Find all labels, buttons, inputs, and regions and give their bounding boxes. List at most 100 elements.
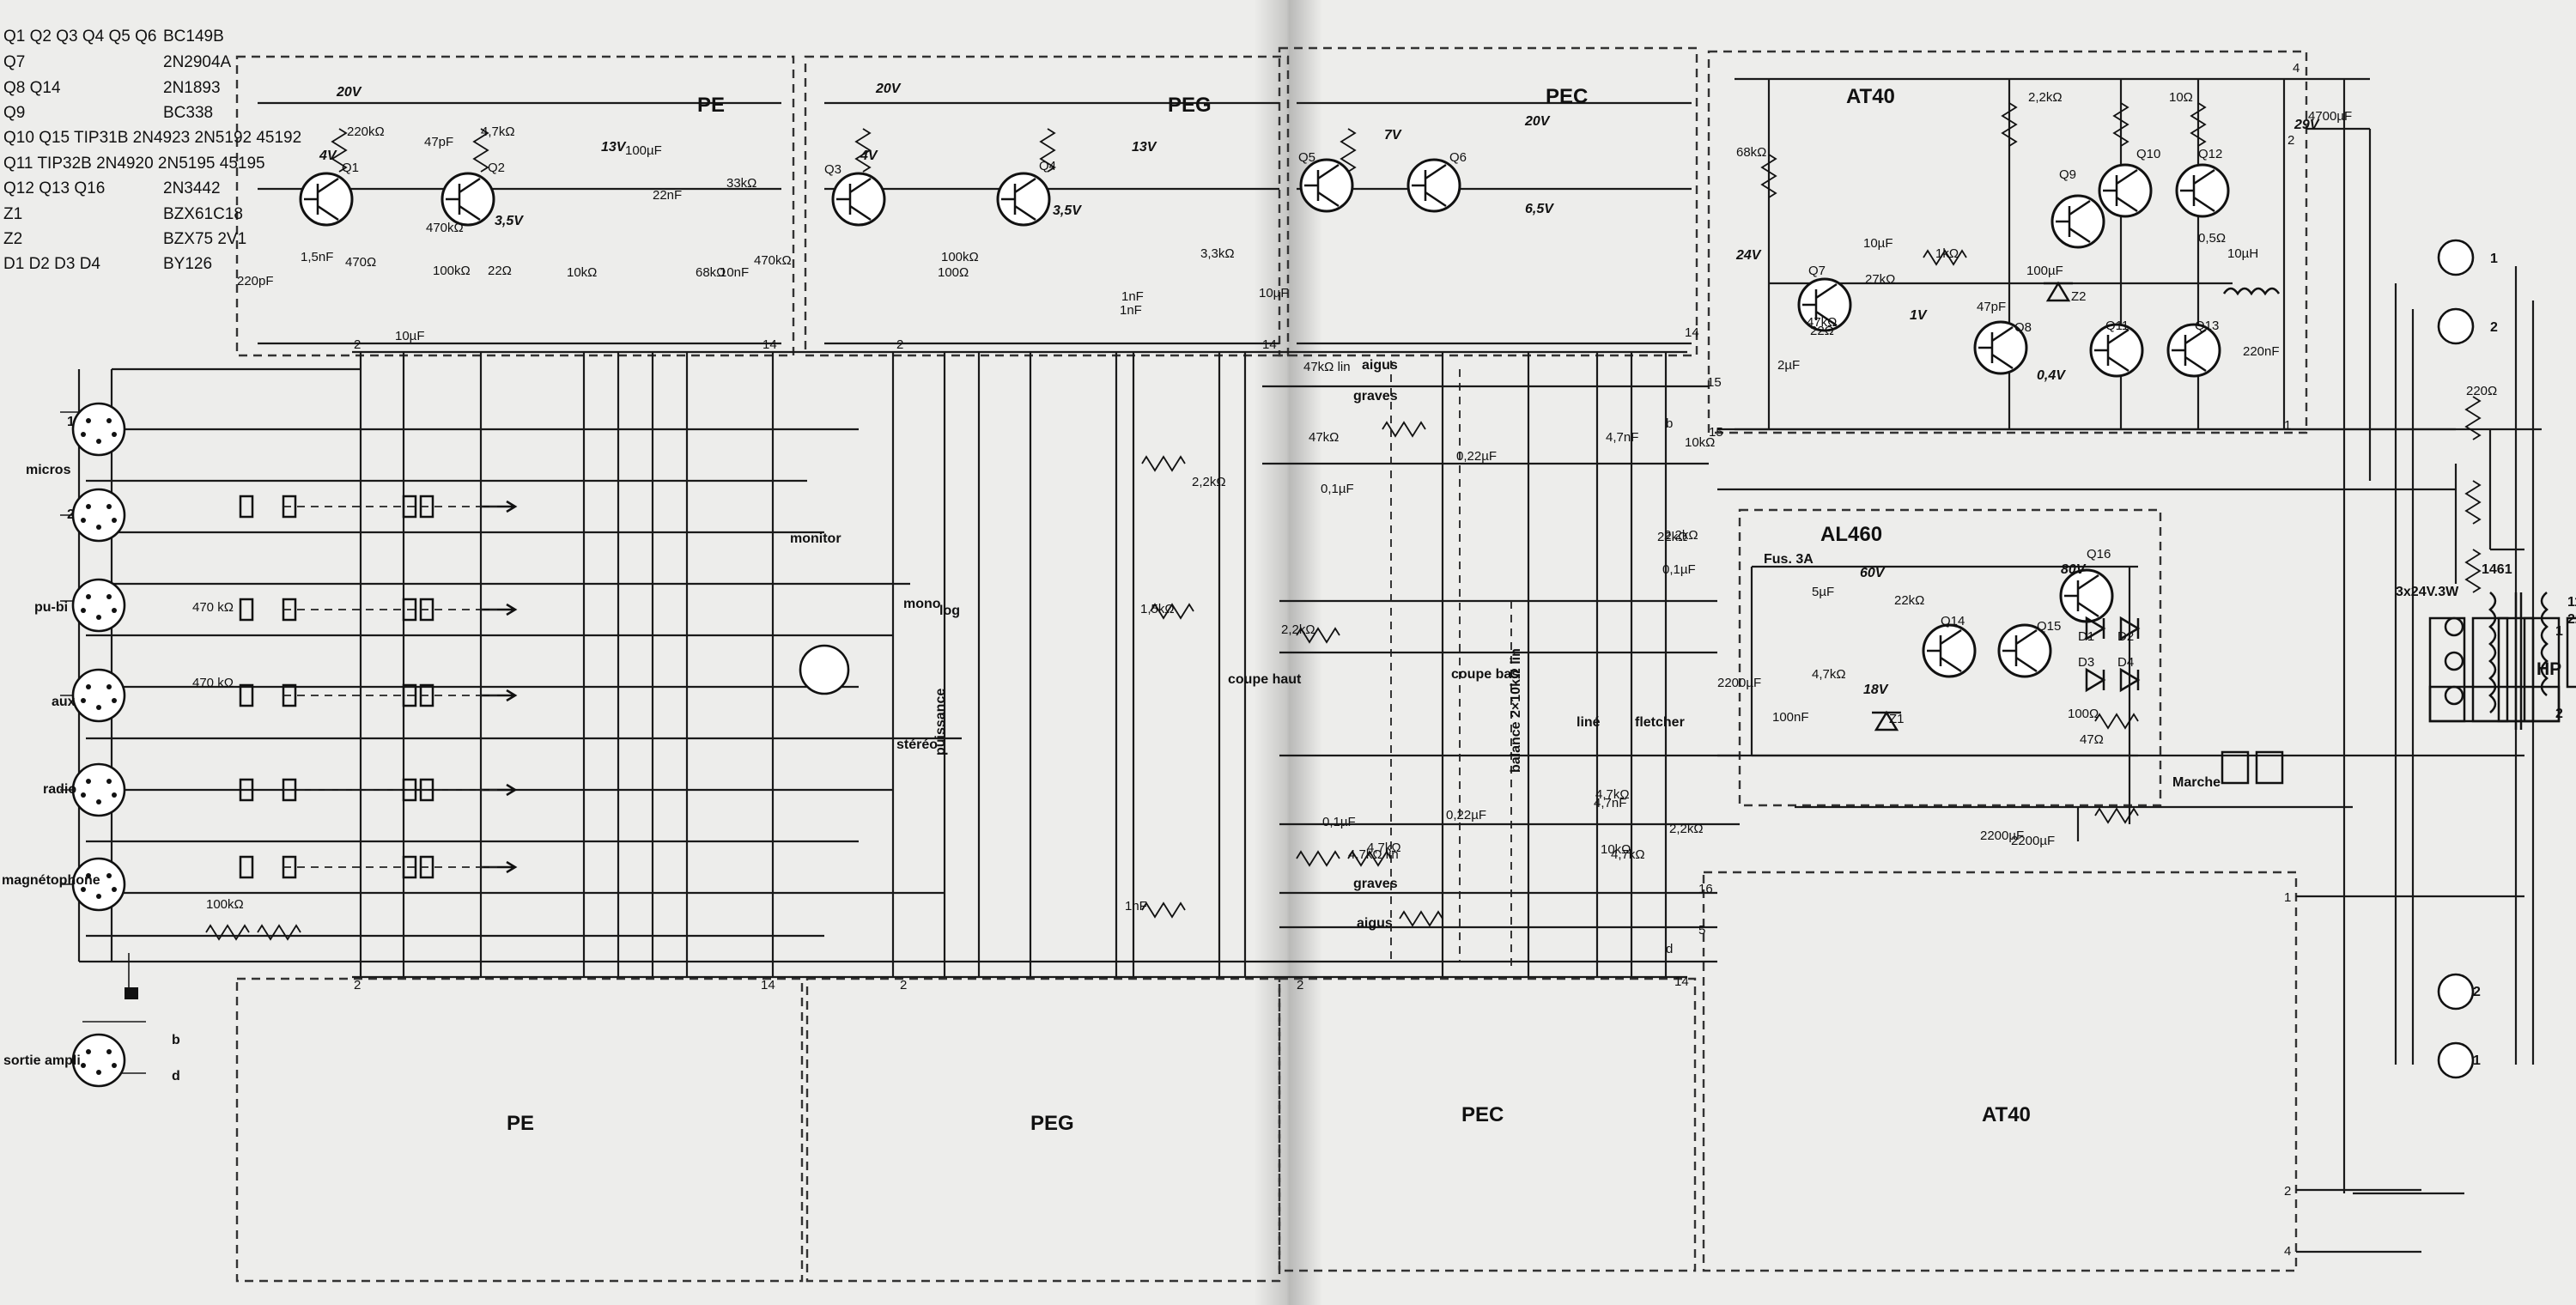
legend-refs: Q1 Q2 Q3 Q4 Q5 Q6	[3, 27, 156, 46]
jack-pin	[86, 779, 91, 784]
din-jack-icon	[71, 1033, 126, 1088]
label-graves-top: graves	[1353, 389, 1398, 404]
component-value-c38: 220Ω	[2466, 384, 2497, 398]
component-value-c43: 100Ω	[2068, 707, 2099, 721]
transformer-icon	[2488, 592, 2549, 730]
transistor-icon	[1406, 158, 1461, 213]
label-out-2-top: 2	[2490, 320, 2498, 335]
component-value-c53: 100µF	[2026, 264, 2063, 278]
component-value-c30: 2,2kΩ	[1192, 475, 1226, 489]
transistor-icon	[1997, 623, 2052, 678]
jack-pin	[96, 705, 101, 710]
label-sortie-d: d	[172, 1069, 180, 1083]
pin-number: 15	[1707, 375, 1722, 390]
resistor-icon	[1760, 154, 1777, 198]
transistor-leads	[446, 177, 481, 222]
component-value-c37: 4700µF	[2308, 109, 2352, 124]
component-value-c60: 4,7kΩ	[1595, 787, 1630, 802]
pin-number: 1	[2284, 890, 2291, 905]
component-value-c33: 10µH	[2227, 246, 2258, 261]
arrow-icon	[481, 689, 518, 702]
pin-number: 2	[1297, 978, 1303, 992]
transistors	[299, 158, 2230, 678]
pin-number: 14	[1262, 337, 1277, 352]
component-value-c2: 4,7kΩ	[481, 124, 515, 139]
voltage-annotation: 20V	[875, 82, 902, 96]
component-value-c27: 2,2kΩ	[1281, 622, 1315, 637]
label-monitor: monitor	[790, 531, 841, 546]
component-value-c11: 22nF	[653, 188, 682, 203]
resistor-icon	[257, 924, 301, 941]
diode-label: D2	[2117, 629, 2134, 644]
legend-refs: Z1	[3, 205, 22, 223]
transistor-label: Q3	[824, 162, 841, 177]
component-value-c69: 0,1µF	[1322, 815, 1356, 829]
component-value-c64: 10kΩ	[1685, 435, 1715, 450]
dashed-mechanical-links	[283, 361, 1512, 970]
diode-label: D1	[2078, 629, 2094, 644]
component-value-c14: 68kΩ	[696, 265, 726, 280]
legend-refs: Q11 TIP32B 2N4920 2N5195 45195	[3, 155, 265, 173]
component-value-c21: 47kΩ lin	[1303, 360, 1351, 374]
component-value-c70: 2,2kΩ	[1669, 822, 1704, 836]
component-value-c52: 1nF	[1125, 899, 1147, 914]
resistor-icon	[1923, 249, 1967, 266]
component-value-c47: 470 kΩ	[192, 600, 234, 615]
label-graves-bottom: graves	[1353, 877, 1398, 891]
transistor-label: Q8	[2014, 320, 2032, 335]
jack-pin	[106, 873, 112, 878]
transistor-label: Q9	[2059, 167, 2076, 182]
din-jack-icon	[799, 644, 850, 695]
component-value-c29: 2,2kΩ	[1664, 528, 1698, 543]
label-fuse: Fus. 3A	[1764, 552, 1814, 567]
din-jack-icon	[71, 578, 126, 633]
transistor-label: Q10	[2136, 147, 2160, 161]
jack-pin	[112, 608, 117, 613]
jack-pin	[106, 779, 112, 784]
legend-refs: Q7	[3, 53, 25, 71]
arrow-icon	[481, 500, 518, 513]
component-value-c40: 100nF	[1772, 710, 1809, 725]
pin-number: 2	[354, 337, 361, 352]
jack-pin	[106, 504, 112, 509]
jack-pin	[112, 698, 117, 703]
jack-pin	[96, 894, 101, 899]
pin-number: 4	[2293, 61, 2300, 76]
component-value-c10: 100µF	[625, 143, 662, 158]
label-transformer: 1461	[2482, 562, 2512, 577]
resistor-icon	[1296, 850, 1340, 867]
component-value-c45: 2200µF	[1980, 829, 2024, 843]
transistor-icon	[2050, 194, 2105, 249]
legend-refs: Q12 Q13 Q16	[3, 179, 105, 197]
label-sortie-b: b	[172, 1033, 180, 1047]
label-sortie-ampli: sortie ampli	[3, 1053, 81, 1068]
label-aux: aux	[52, 695, 76, 709]
component-value-c13: 10kΩ	[567, 265, 597, 280]
speaker-output-jacks	[2437, 239, 2475, 1079]
component-value-c4: 470kΩ	[426, 221, 464, 235]
transistor-label: Q1	[342, 161, 359, 175]
transistor-icon	[2175, 163, 2230, 218]
switch-contact	[402, 683, 417, 707]
component-value-c51: 2,2kΩ	[2028, 90, 2063, 105]
diode-label: Z2	[2071, 289, 2087, 304]
component-value-c18: 3,3kΩ	[1200, 246, 1235, 261]
block-title-at40-bottom: AT40	[1982, 1103, 2031, 1126]
block-title-at40: AT40	[1846, 85, 1895, 108]
legend-part: BY126	[163, 255, 212, 273]
component-value-c1: 220kΩ	[347, 124, 385, 139]
switch-contact	[239, 598, 254, 622]
component-value-c24: 0,22µF	[1456, 449, 1497, 464]
label-out-2-bottom: 2	[2473, 985, 2481, 999]
label-stereo: stéréo	[896, 737, 938, 752]
label-line: liné	[1577, 715, 1601, 730]
component-value-c62: 10kΩ	[1601, 842, 1631, 857]
component-value-c68: 4,7kΩ	[1367, 841, 1401, 855]
jack-pin	[81, 1063, 86, 1068]
component-value-c42: 4,7kΩ	[1812, 667, 1846, 682]
label-fletcher: fletcher	[1635, 715, 1685, 730]
pin-number: d	[1666, 942, 1673, 956]
